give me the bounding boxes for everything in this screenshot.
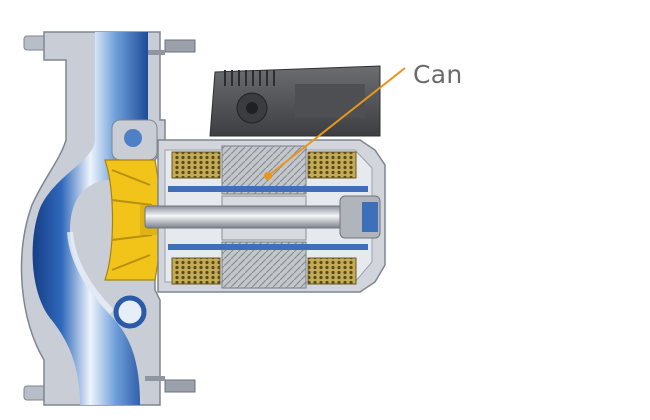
can-callout [264,67,406,180]
callout-leader-line [267,67,406,177]
shaft [144,195,381,239]
water-passage [32,32,158,405]
callout-label-can: Can [413,60,463,89]
terminal-box [209,65,381,137]
callout-dot [264,172,272,180]
stator-windings [171,151,357,285]
can [168,186,368,250]
